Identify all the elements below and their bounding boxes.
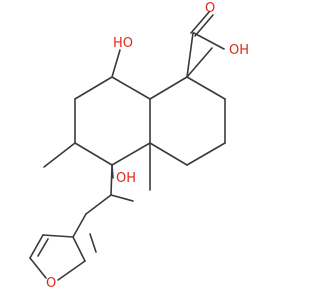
bond (186, 76, 226, 100)
bond (29, 234, 44, 259)
bond (111, 49, 121, 78)
upper-hydroxyl-label: HO (113, 36, 133, 51)
bond (186, 47, 213, 78)
bond (110, 164, 113, 196)
bond (111, 142, 151, 166)
bond (186, 142, 226, 166)
bond (111, 76, 151, 100)
bond (186, 32, 194, 78)
bond (193, 32, 225, 50)
bond (74, 142, 113, 166)
bond (57, 260, 86, 281)
carboxyl-hydroxyl-label: OH (229, 43, 249, 58)
carboxyl-oxygen-label: O (205, 1, 215, 16)
chemical-structure-diagram: O OH HO OH O (29, 1, 249, 291)
bond (85, 194, 112, 215)
atom-label-layer: O OH HO OH O (46, 1, 249, 291)
bond (74, 76, 113, 100)
bond (72, 236, 86, 262)
bond (149, 142, 188, 166)
bond (37, 238, 49, 257)
bond (29, 257, 47, 279)
bond (110, 194, 134, 202)
bond (43, 142, 76, 168)
bond (149, 76, 188, 100)
bond (89, 233, 97, 253)
lower-hydroxyl-label: OH (116, 171, 136, 186)
bond (194, 14, 214, 37)
bond (72, 213, 87, 238)
bond-layer (29, 11, 226, 281)
bond (42, 234, 74, 238)
furan-oxygen-label: O (46, 276, 56, 291)
bond (190, 11, 210, 34)
